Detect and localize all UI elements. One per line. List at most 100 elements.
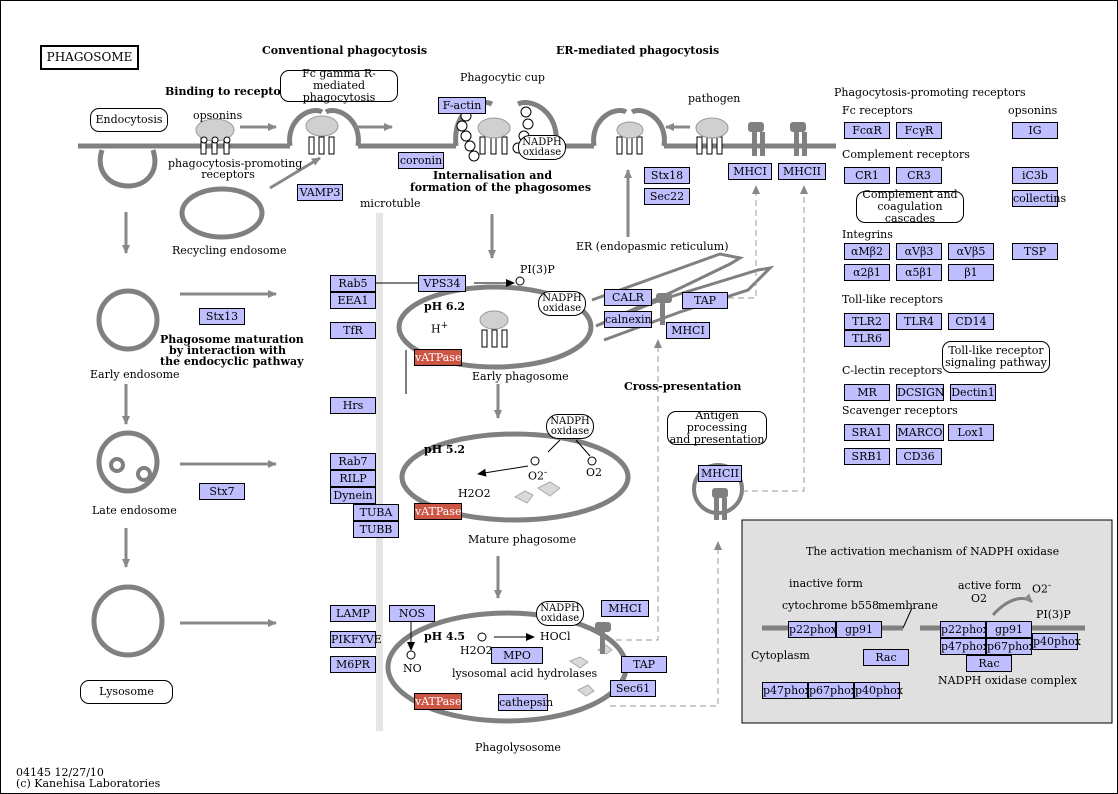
inset-gene-p67phox-inactive[interactable]: p67phox bbox=[808, 682, 857, 699]
inset-gene-p22phox-active[interactable]: p22phox bbox=[940, 621, 989, 638]
gene-fcar[interactable]: FcαR bbox=[844, 122, 890, 139]
gene-cr1[interactable]: CR1 bbox=[844, 167, 890, 184]
gene-stx13[interactable]: Stx13 bbox=[199, 308, 245, 325]
label-superoxide: O2- bbox=[528, 468, 548, 483]
gene-calr[interactable]: CALR bbox=[604, 289, 652, 306]
gene-m6pr[interactable]: M6PR bbox=[330, 656, 376, 673]
gene-vatpase-lysosome[interactable]: vATPase bbox=[414, 693, 462, 710]
label-ph52: pH 5.2 bbox=[424, 443, 466, 456]
gene-collectins[interactable]: collectins bbox=[1012, 190, 1067, 207]
inset-gene-p47phox-inactive[interactable]: p47phox bbox=[762, 682, 811, 699]
gene-eea1[interactable]: EEA1 bbox=[330, 292, 376, 309]
gene-tuba[interactable]: TUBA bbox=[353, 504, 399, 521]
gene-lamp[interactable]: LAMP bbox=[330, 605, 376, 622]
inset-cytochrome: cytochrome b558 bbox=[782, 599, 880, 612]
copyright: (c) Kanehisa Laboratories bbox=[16, 777, 161, 790]
gene-mhci-er[interactable]: MHCI bbox=[666, 322, 710, 339]
gene-mhci-top[interactable]: MHCI bbox=[728, 163, 772, 180]
label-lysosomal-hydrolases: lysosomal acid hydrolases bbox=[452, 667, 598, 680]
gene-mpo[interactable]: MPO bbox=[491, 647, 543, 664]
gene-mhci-lysosome[interactable]: MHCI bbox=[601, 600, 649, 617]
gene-stx7[interactable]: Stx7 bbox=[199, 483, 245, 500]
heading-maturation-2: by interaction with bbox=[169, 344, 286, 357]
gene-amb2[interactable]: αMβ2 bbox=[844, 243, 890, 260]
heading-er-mediated: ER-mediated phagocytosis bbox=[556, 44, 720, 57]
gene-vps34[interactable]: VPS34 bbox=[418, 275, 466, 292]
gene-calnexin[interactable]: calnexin bbox=[604, 311, 652, 328]
gene-lox1[interactable]: Lox1 bbox=[948, 424, 994, 441]
inset-gene-p47phox-active[interactable]: p47phox bbox=[940, 638, 989, 655]
gene-fcgr[interactable]: FcγR bbox=[896, 122, 942, 139]
gene-nos[interactable]: NOS bbox=[389, 605, 435, 622]
gene-tubb[interactable]: TUBB bbox=[353, 521, 399, 538]
gene-coronin[interactable]: coronin bbox=[398, 152, 444, 169]
inset-pi3p: PI(3)P bbox=[1036, 608, 1071, 621]
gene-pikfyve[interactable]: PIKFYVE bbox=[330, 631, 382, 648]
map-id: 04145 12/27/10 bbox=[16, 766, 104, 779]
gene-tap-lysosome[interactable]: TAP bbox=[621, 656, 667, 673]
gene-ig[interactable]: IG bbox=[1012, 122, 1058, 139]
inset-title: The activation mechanism of NADPH oxidas… bbox=[806, 545, 1060, 558]
inset-gene-rac-inactive[interactable]: Rac bbox=[863, 649, 909, 666]
gene-sec22[interactable]: Sec22 bbox=[644, 188, 690, 205]
microtubule-bar bbox=[376, 213, 383, 731]
inset-gene-p40phox-inactive[interactable]: p40phox bbox=[854, 682, 903, 699]
map-link-lysosome[interactable]: Lysosome bbox=[80, 680, 173, 704]
heading-internalisation-1: Internalisation and bbox=[432, 169, 553, 182]
inset-gene-p67phox-active[interactable]: p67phox bbox=[986, 638, 1035, 655]
label-tlr: Toll-like receptors bbox=[842, 293, 943, 306]
gene-tsp[interactable]: TSP bbox=[1012, 243, 1058, 260]
gene-sra1[interactable]: SRA1 bbox=[844, 424, 890, 441]
inset-gene-gp91-inactive[interactable]: gp91 bbox=[836, 621, 882, 638]
gene-vamp3[interactable]: VAMP3 bbox=[297, 184, 343, 201]
gene-srb1[interactable]: SRB1 bbox=[844, 448, 890, 465]
gene-stx18[interactable]: Stx18 bbox=[644, 167, 690, 184]
inset-gene-gp91-active[interactable]: gp91 bbox=[986, 621, 1032, 638]
label-h2o2-lys: H2O2 bbox=[460, 644, 493, 657]
gene-tlr6[interactable]: TLR6 bbox=[844, 330, 890, 347]
label-h2o2: H2O2 bbox=[458, 487, 491, 500]
label-phagocytic-cup: Phagocytic cup bbox=[460, 71, 545, 84]
gene-mr[interactable]: MR bbox=[844, 384, 890, 401]
gene-sec61[interactable]: Sec61 bbox=[610, 680, 656, 697]
inset-complex-label: NADPH oxidase complex bbox=[938, 674, 1077, 687]
gene-a5b1[interactable]: α5β1 bbox=[896, 264, 942, 281]
map-link-endocytosis[interactable]: Endocytosis bbox=[90, 108, 168, 132]
gene-mhcii-cross[interactable]: MHCII bbox=[698, 465, 742, 482]
inset-gene-p40phox-active[interactable]: p40phox bbox=[1032, 633, 1081, 650]
gene-tap-er[interactable]: TAP bbox=[682, 292, 728, 309]
gene-cd36[interactable]: CD36 bbox=[896, 448, 942, 465]
gene-hrs[interactable]: Hrs bbox=[330, 397, 376, 414]
gene-rab5[interactable]: Rab5 bbox=[330, 275, 376, 292]
gene-dynein[interactable]: Dynein bbox=[330, 487, 376, 504]
gene-tlr2[interactable]: TLR2 bbox=[844, 313, 890, 330]
gene-dcsign[interactable]: DCSIGN bbox=[896, 384, 945, 401]
gene-a2b1[interactable]: α2β1 bbox=[844, 264, 890, 281]
inset-gene-p22phox-inactive[interactable]: p22phox bbox=[788, 621, 837, 638]
gene-avb5[interactable]: αVβ5 bbox=[948, 243, 994, 260]
gene-dectin1[interactable]: Dectin1 bbox=[950, 384, 996, 401]
gene-tlr4[interactable]: TLR4 bbox=[896, 313, 942, 330]
label-scavenger: Scavenger receptors bbox=[842, 404, 958, 417]
gene-vatpase-early[interactable]: vATPase bbox=[414, 349, 462, 366]
gene-f-actin[interactable]: F-actin bbox=[438, 97, 486, 114]
gene-ic3b[interactable]: iC3b bbox=[1012, 167, 1058, 184]
gene-cd14[interactable]: CD14 bbox=[948, 313, 994, 330]
gene-rilp[interactable]: RILP bbox=[330, 470, 376, 487]
gene-mhcii-top[interactable]: MHCII bbox=[778, 163, 826, 180]
gene-cathepsin[interactable]: cathepsin bbox=[498, 694, 554, 711]
gene-marco[interactable]: MARCO bbox=[896, 424, 944, 441]
gene-rab7[interactable]: Rab7 bbox=[330, 453, 376, 470]
gene-cr3[interactable]: CR3 bbox=[896, 167, 942, 184]
gene-avb3[interactable]: αVβ3 bbox=[896, 243, 942, 260]
gene-vatpase-mature[interactable]: vATPase bbox=[414, 503, 462, 520]
gene-tfr[interactable]: TfR bbox=[330, 322, 376, 339]
inset-inactive-form: inactive form bbox=[789, 577, 863, 590]
gene-b1[interactable]: β1 bbox=[948, 264, 994, 281]
label-no: NO bbox=[403, 662, 422, 675]
inset-gene-rac-active[interactable]: Rac bbox=[966, 655, 1012, 672]
